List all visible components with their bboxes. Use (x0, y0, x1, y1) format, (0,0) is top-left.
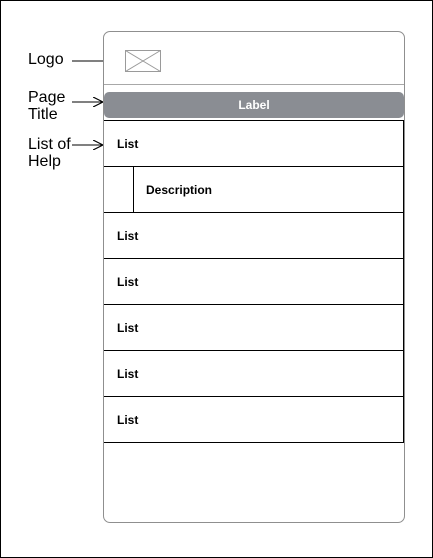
list-item[interactable]: List (104, 213, 404, 259)
list-item-label: List (117, 274, 139, 289)
annotation-page-title-label: Page Title (28, 89, 66, 123)
description-label: Description (146, 182, 213, 197)
phone-wireframe: Label List Description List List List Li… (103, 31, 405, 523)
app-header (104, 32, 404, 85)
annotation-list-of-help-label: List of Help (28, 136, 71, 170)
image-placeholder-icon (125, 50, 161, 72)
help-list: List Description List List List List Lis… (104, 120, 404, 443)
list-item-label: List (117, 136, 139, 151)
indent-divider (133, 167, 134, 212)
list-item-description: Description (104, 167, 404, 213)
list-item[interactable]: List (104, 120, 404, 167)
list-item[interactable]: List (104, 397, 404, 443)
list-item[interactable]: List (104, 259, 404, 305)
annotation-logo-label: Logo (28, 51, 64, 68)
page-title-bar: Label (104, 92, 404, 118)
list-item[interactable]: List (104, 305, 404, 351)
list-item-label: List (117, 412, 139, 427)
list-item[interactable]: List (104, 351, 404, 397)
list-item-label: List (117, 228, 139, 243)
list-item-label: List (117, 320, 139, 335)
list-item-label: List (117, 366, 139, 381)
